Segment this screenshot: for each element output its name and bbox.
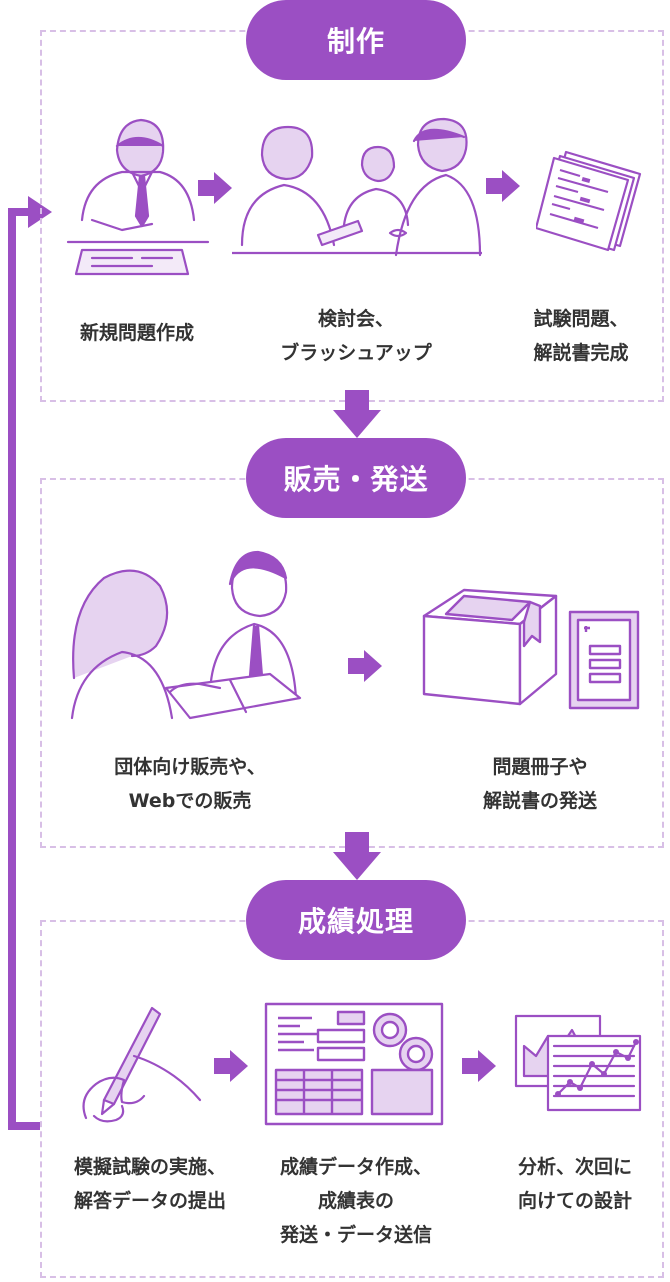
step-label-line: 成績表の [317,1190,394,1212]
step-label-line: 問題冊子や [492,756,588,778]
document-stack-icon [536,150,642,252]
flow-arrow-5 [462,1050,496,1082]
flow-arrow-2 [486,170,520,202]
step-label-line: 試験問題、 [533,308,629,330]
step-label-line: 模擬試験の実施、 [73,1156,226,1178]
analysis-chart-icon [514,1014,642,1112]
step-label-line: 解説書完成 [533,342,629,364]
pen-hand-icon [82,1006,202,1123]
section-sales-title: 販売・発送 [246,438,466,518]
down-arrow-1 [333,390,381,438]
step-label-line: 解答データの提出 [73,1190,226,1212]
step-label-analysis: 分析、次回に 向けての設計 [490,1150,660,1218]
step-label-shipping: 問題冊子や 解説書の発送 [440,750,640,818]
down-arrow-2 [333,832,381,880]
sales-consultation-icon [70,550,302,720]
step-label-line: 検討会、 [317,308,394,330]
meeting-icon [232,117,482,257]
step-label-exam-complete: 試験問題、 解説書完成 [506,302,656,370]
package-and-booklet-icon [422,588,640,710]
step-label-new-questions: 新規問題作成 [52,316,222,350]
step-label-sales: 団体向け販売や、 Webでの販売 [80,750,300,818]
step-label-score-data: 成績データ作成、 成績表の 発送・データ送信 [256,1150,456,1252]
step-label-line: 新規問題作成 [79,322,194,344]
section-grading-title: 成績処理 [246,880,466,960]
step-label-line: 解説書の発送 [482,790,597,812]
step-label-line: 向けての設計 [517,1190,632,1212]
step-label-line: 分析、次回に [517,1156,632,1178]
step-label-line: 発送・データ送信 [279,1224,432,1246]
step-label-review-meeting: 検討会、 ブラッシュアップ [246,302,466,370]
step-label-line: Webでの販売 [128,790,252,812]
step-label-line: 団体向け販売や、 [114,756,266,778]
flow-arrow-3 [348,650,382,682]
report-sheet-icon [264,1002,444,1126]
step-label-line: 成績データ作成、 [279,1156,432,1178]
writer-at-desk-icon [66,118,210,276]
section-production-title: 制作 [246,0,466,80]
step-label-mock-exam: 模擬試験の実施、 解答データの提出 [50,1150,250,1218]
step-label-line: ブラッシュアップ [280,342,432,364]
flow-arrow-4 [214,1050,248,1082]
flow-arrow-1 [198,172,232,204]
